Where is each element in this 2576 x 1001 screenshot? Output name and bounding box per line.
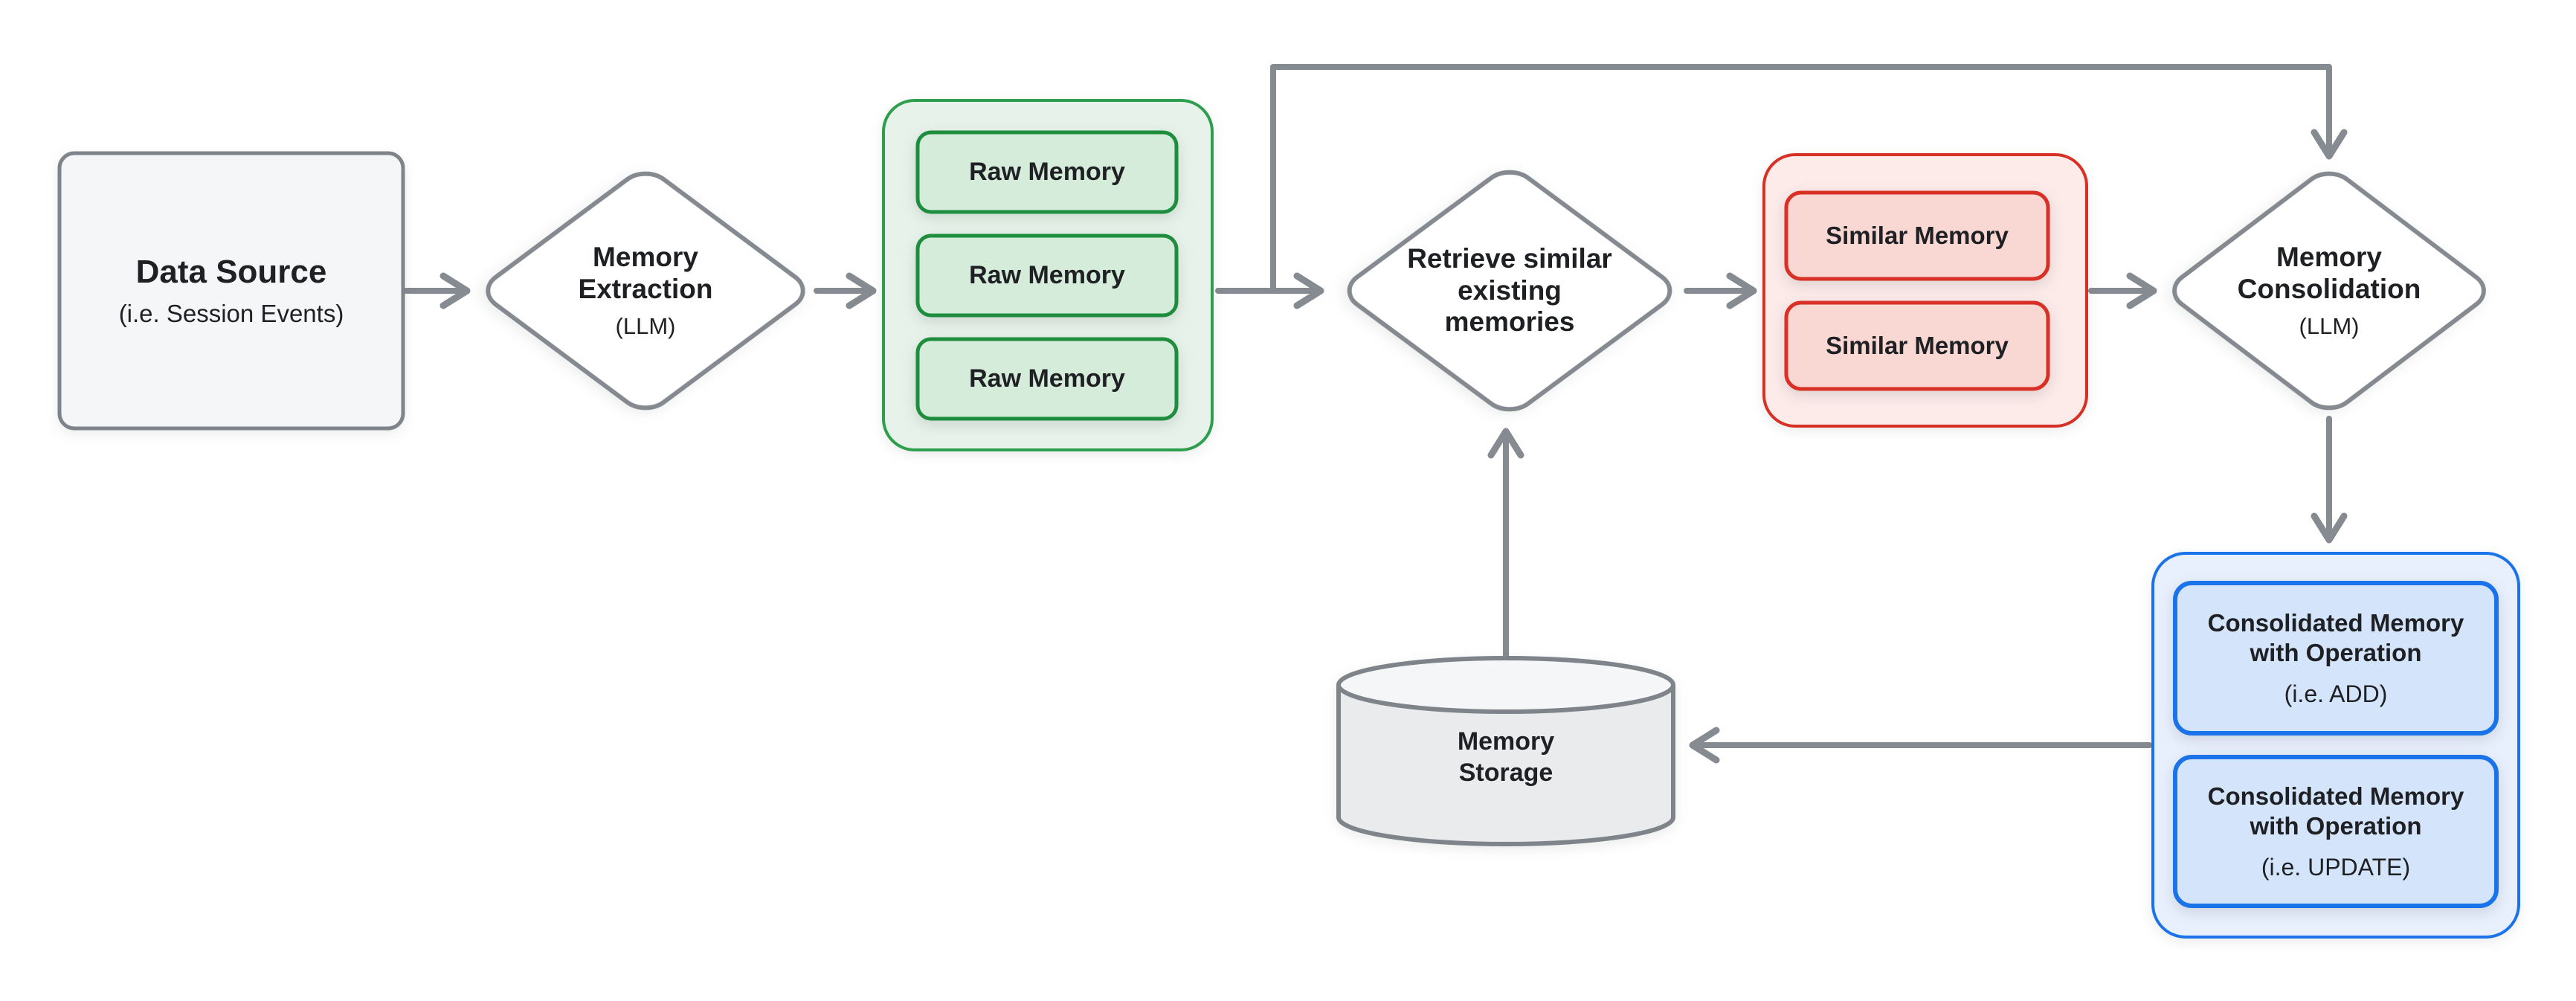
memory-storage-cylinder-top (1336, 656, 1675, 714)
consolidated-memory-add-label: Consolidated Memory with Operation (i.e.… (2175, 583, 2496, 733)
data-source-title: Data Source (135, 253, 327, 290)
raw-memory-box-3 (915, 337, 1179, 421)
consolidated-memory-add-operation: (i.e. ADD) (2284, 680, 2388, 708)
data-source-subtitle: (i.e. Session Events) (118, 299, 344, 327)
similar-memory-box-1 (1784, 190, 2050, 281)
memory-storage-cylinder-body (1336, 685, 1675, 846)
raw-memory-label-1: Raw Memory (918, 132, 1176, 212)
memory-extraction-title: Memory Extraction (578, 242, 713, 304)
consolidated-memory-box-add (2173, 581, 2499, 736)
consolidated-memory-update-text: Consolidated Memory with Operation (2207, 782, 2464, 840)
consolidated-memory-box-update (2173, 755, 2499, 908)
retrieve-memories-label: Retrieve similar existing memories (1398, 220, 1621, 361)
consolidated-memory-add-text: Consolidated Memory with Operation (2207, 608, 2464, 666)
similar-memory-text-2: Similar Memory (1826, 332, 2009, 359)
consolidated-memory-update-operation: (i.e. UPDATE) (2261, 854, 2411, 881)
memory-consolidation-title: Memory Consolidation (2237, 242, 2421, 304)
memory-storage-cylinder (1336, 656, 1675, 846)
raw-memory-label-3: Raw Memory (918, 339, 1176, 419)
raw-memory-box-2 (915, 234, 1179, 318)
memory-consolidation-label: Memory Consolidation (LLM) (2218, 216, 2441, 365)
raw-memory-text-2: Raw Memory (969, 261, 1125, 289)
memory-consolidation-diamond (2164, 166, 2494, 416)
data-source-label: Data Source (i.e. Session Events) (59, 153, 403, 428)
raw-memory-text-3: Raw Memory (969, 364, 1125, 393)
retrieve-line-1: Retrieve similar (1407, 242, 1612, 274)
similar-memory-label-2: Similar Memory (1786, 303, 2048, 389)
raw-memory-box-1 (915, 130, 1179, 214)
similar-memory-text-1: Similar Memory (1826, 222, 2009, 249)
memory-extraction-subtitle: (LLM) (615, 312, 676, 339)
similar-memory-label-1: Similar Memory (1786, 193, 2048, 279)
retrieve-line-3: memories (1444, 306, 1575, 338)
similar-memory-box-2 (1784, 300, 2050, 391)
consolidated-memory-update-label: Consolidated Memory with Operation (i.e.… (2175, 757, 2496, 906)
raw-memory-label-2: Raw Memory (918, 236, 1176, 315)
memory-storage-text: Memory Storage (1457, 727, 1555, 788)
raw-memory-text-1: Raw Memory (969, 158, 1125, 186)
memory-consolidation-subtitle: (LLM) (2299, 312, 2360, 339)
retrieve-line-2: existing (1458, 274, 1562, 306)
retrieve-memories-diamond (1339, 164, 1681, 417)
memory-extraction-diamond (477, 166, 814, 416)
feedback-arrow-raw-to-consolidation (1270, 64, 2348, 294)
memory-extraction-label: Memory Extraction (LLM) (534, 216, 757, 365)
memory-storage-label: Memory Storage (1417, 705, 1595, 809)
data-source-box (57, 151, 405, 431)
